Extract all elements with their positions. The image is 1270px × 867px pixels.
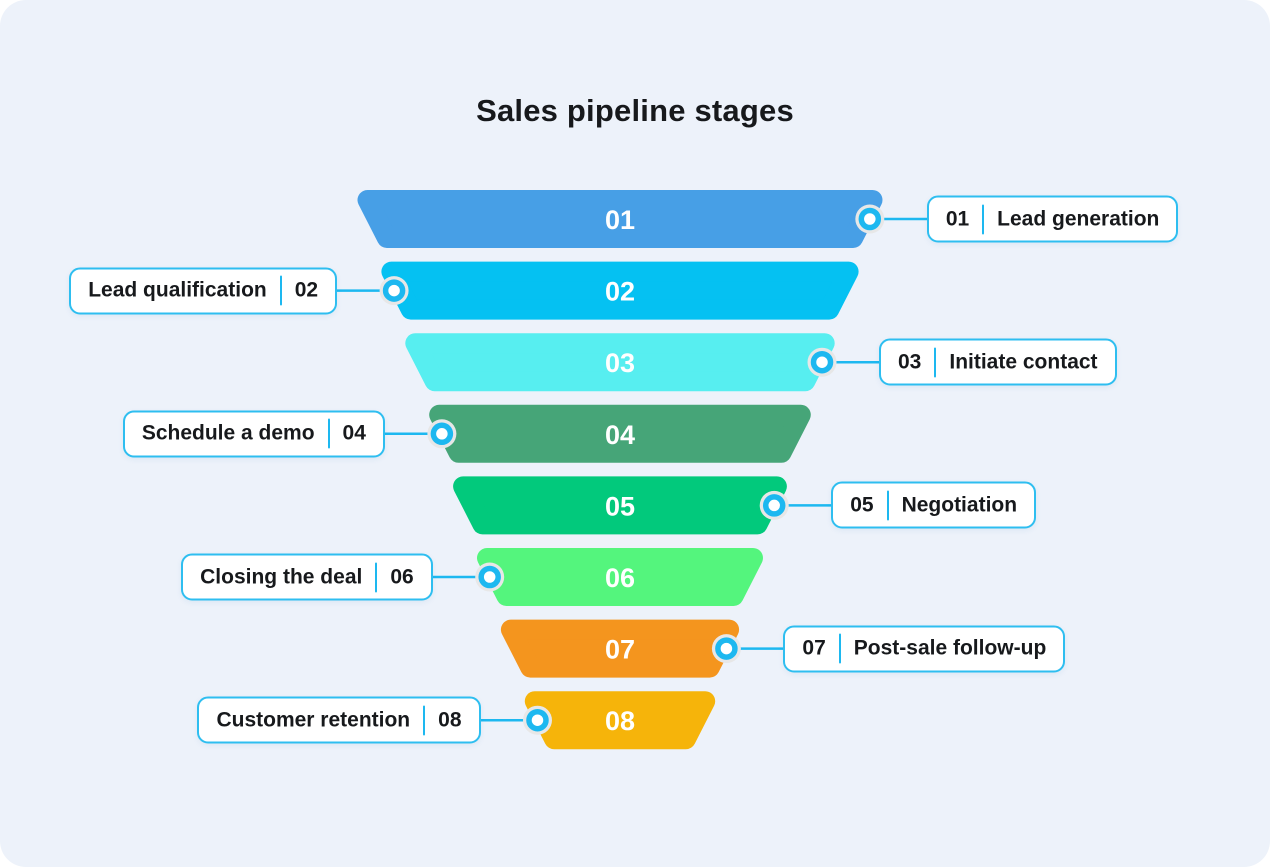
- segment-number: 02: [605, 277, 635, 307]
- stage-divider: [279, 275, 282, 306]
- stage-name: Initiate contact: [949, 350, 1098, 374]
- stage-number: 02: [294, 278, 319, 302]
- stage-name: Closing the deal: [200, 565, 363, 588]
- segment-number: 04: [605, 420, 635, 450]
- funnel-segment: [405, 333, 835, 392]
- stage-divider: [886, 490, 889, 521]
- stage-name: Customer retention: [216, 708, 411, 732]
- segment-number: 03: [605, 348, 635, 378]
- stage-divider: [982, 204, 985, 234]
- funnel-segment: [500, 619, 740, 678]
- stage-label-card: 08 Customer retention: [197, 696, 481, 744]
- stage-number: 07: [802, 636, 826, 660]
- segment-number: 05: [605, 491, 635, 521]
- stage-label-card: 07 Post-sale follow-up: [783, 625, 1066, 673]
- stage-label-card: 01 Lead generation: [926, 195, 1179, 243]
- stage-divider: [934, 347, 937, 378]
- stage-label-card: 02 Lead qualification: [69, 267, 338, 315]
- connector-dot: [762, 494, 786, 517]
- stage-label-card: 06 Closing the deal: [181, 553, 433, 601]
- stage-label-card: 04 Schedule a demo: [122, 410, 385, 458]
- stage-name: Post-sale follow-up: [853, 636, 1047, 660]
- connector-dot: [382, 279, 406, 302]
- stage-divider: [375, 562, 378, 592]
- connector-dot: [430, 422, 454, 446]
- stage-divider: [423, 705, 426, 736]
- funnel-segment: [357, 190, 883, 248]
- segment-number: 07: [605, 635, 635, 665]
- stage-name: Schedule a demo: [141, 421, 315, 445]
- stage-number: 03: [898, 350, 922, 374]
- stage-number: 06: [390, 565, 414, 588]
- stage-number: 01: [945, 207, 970, 230]
- stage-label-card: 05 Negotiation: [831, 481, 1037, 529]
- stage-number: 04: [342, 421, 366, 445]
- stage-number: 08: [438, 708, 462, 732]
- funnel-segment: [453, 476, 787, 535]
- segment-number: 06: [605, 563, 635, 593]
- stage-divider: [327, 418, 330, 449]
- diagram-title: Sales pipeline stages: [476, 92, 794, 128]
- stage-name: Lead generation: [997, 207, 1160, 230]
- segment-number: 01: [605, 205, 635, 235]
- connector-dot: [858, 207, 882, 231]
- stage-number: 05: [850, 493, 874, 517]
- connector-dot: [526, 708, 549, 732]
- stage-name: Lead qualification: [88, 278, 267, 302]
- connector-dot: [478, 565, 501, 589]
- connector-dot: [715, 637, 738, 660]
- stage-label-card: 03 Initiate contact: [879, 338, 1117, 386]
- stage-name: Negotiation: [901, 493, 1018, 517]
- connector-dot: [810, 350, 834, 374]
- stage-divider: [838, 633, 841, 664]
- segment-number: 08: [605, 706, 635, 736]
